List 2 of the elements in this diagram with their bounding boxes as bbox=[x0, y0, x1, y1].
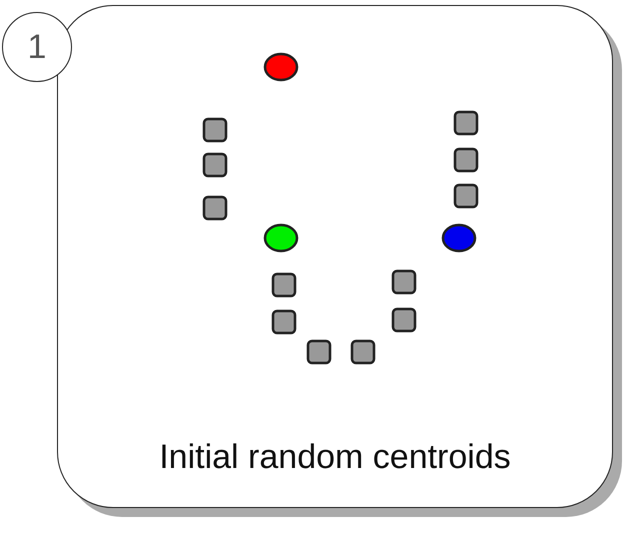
card-caption: Initial random centroids bbox=[158, 438, 512, 477]
step-number: 1 bbox=[28, 30, 46, 64]
